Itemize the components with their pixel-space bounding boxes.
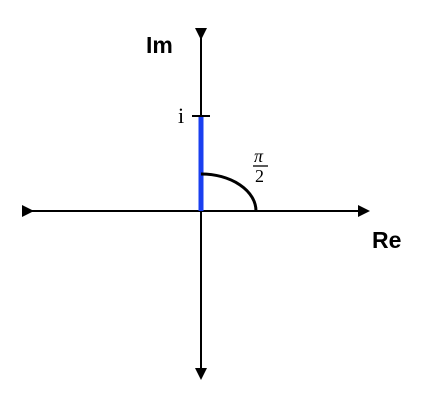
imaginary-axis-label: Im [146, 32, 173, 58]
angle-label-denominator: 2 [255, 166, 264, 186]
real-axis-label: Re [372, 227, 401, 253]
tick-label-i: i [178, 103, 184, 128]
angle-label: π 2 [253, 146, 268, 186]
angle-label-numerator: π [254, 146, 264, 166]
angle-arc [200, 172, 258, 212]
